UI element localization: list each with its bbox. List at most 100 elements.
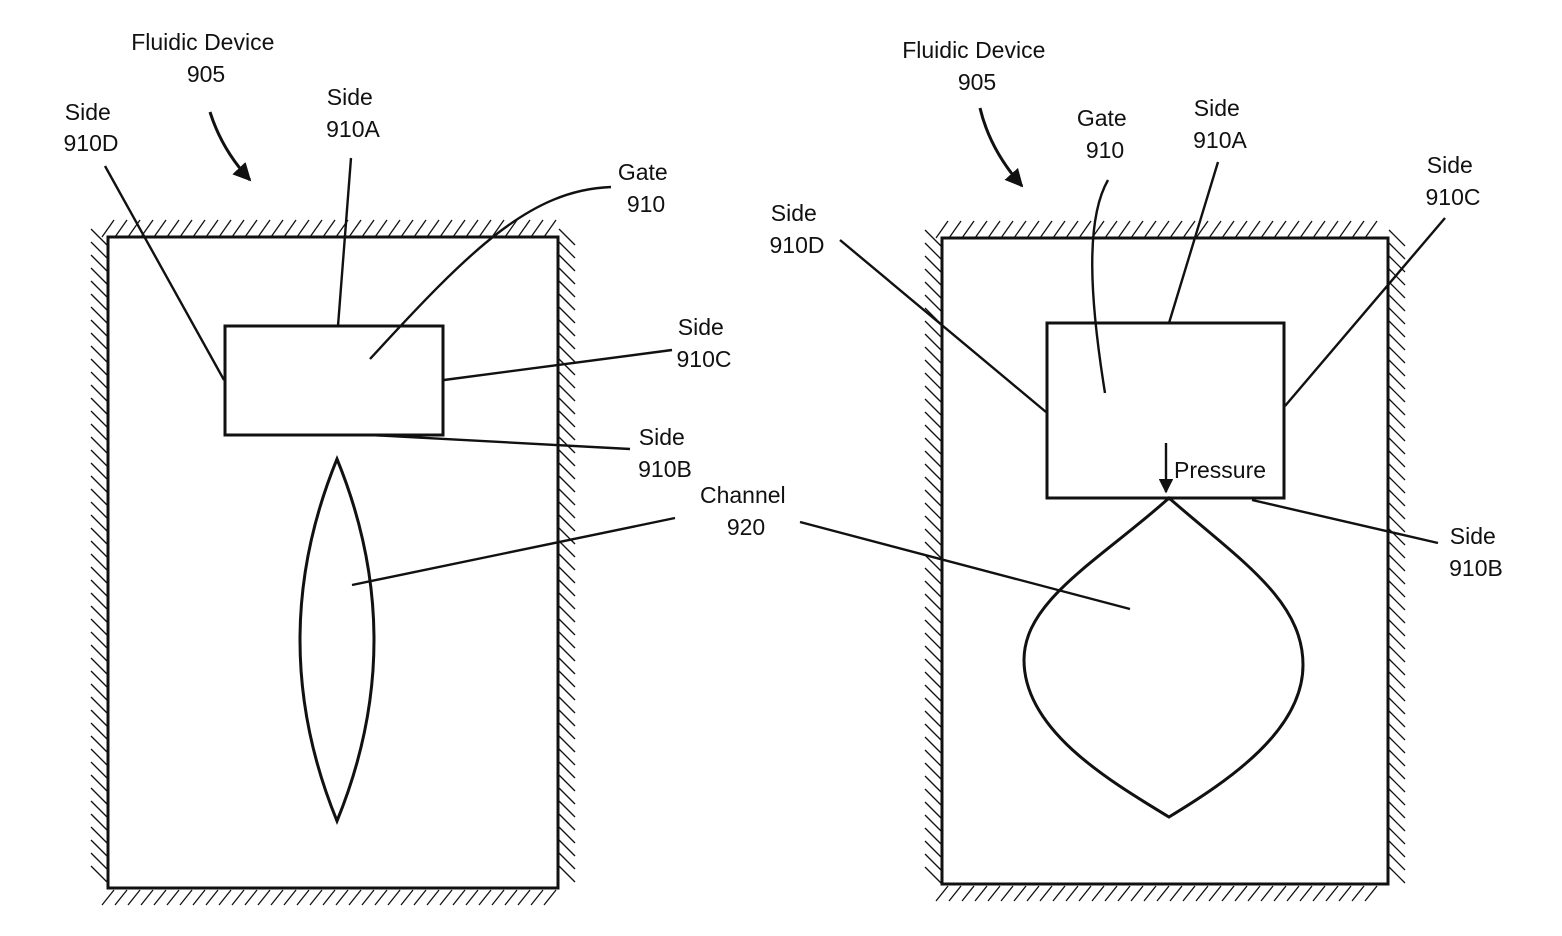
hatch-line [1156,220,1170,239]
hatch-line [1388,229,1406,247]
hatch-line [1388,723,1406,741]
hatch-line [1388,268,1406,286]
hatch-line [205,889,219,906]
hatch-line [1182,885,1196,902]
hatch-line [924,294,942,312]
right-gate-label: Gate 910 [1077,105,1133,163]
hatch-line [153,889,167,906]
hatch-line [924,710,942,728]
hatch-line [296,889,310,906]
left-side-c-leader [443,348,673,382]
hatch-line [517,219,531,238]
hatch-line [491,219,505,238]
hatch-line [348,219,362,238]
left-side-b-leader [369,433,631,451]
hatch-line [465,889,479,906]
right-device-body [940,236,1390,886]
left-channel-leader [351,516,676,587]
hatch-line [179,889,193,906]
right-pressure-label: Pressure [1174,457,1266,483]
hatch-line [543,219,557,238]
hatch-line [924,775,942,793]
hatch-line [961,885,975,902]
hatch-line [924,632,942,650]
hatch-line [1312,220,1326,239]
hatch-line [1388,788,1406,806]
hatch-line [413,889,427,906]
hatch-line [1208,885,1222,902]
hatch-line [1388,866,1406,884]
hatch-line [935,885,949,902]
hatch-line [231,889,245,906]
hatch-line [924,671,942,689]
hatch-line [987,220,1001,239]
hatch-line [335,889,349,906]
hatch-line [543,889,557,906]
left-channel-label: Channel 920 [700,482,792,540]
hatch-line [1013,885,1027,902]
hatch-line [517,889,531,906]
hatch-line [924,450,942,468]
hatch-line [558,228,576,246]
hatch-line [166,219,180,238]
hatch-line [166,889,180,906]
hatch-line [1388,632,1406,650]
hatch-line [1065,885,1079,902]
hatch-line [1052,220,1066,239]
hatch-line [309,889,323,906]
hatch-line [1388,541,1406,559]
left-panel: Fluidic Device 905 Side 910D Side 910A G… [64,29,792,906]
hatch-line [1065,220,1079,239]
hatch-line [924,411,942,429]
hatch-line [1388,619,1406,637]
hatch-line [400,889,414,906]
hatch-line [1325,220,1339,239]
right-channel-leader [799,520,1131,611]
hatch-line [1195,220,1209,239]
hatch-line [1208,220,1222,239]
hatch-line [924,372,942,390]
hatch-line [558,579,576,597]
hatch-line [1388,515,1406,533]
hatch-line [90,865,108,883]
hatch-line [1130,885,1144,902]
hatch-line [924,424,942,442]
hatch-line [558,865,576,883]
hatch-line [1388,736,1406,754]
hatch-line [1143,885,1157,902]
hatch-line [1388,775,1406,793]
hatch-line [1078,220,1092,239]
hatch-line [1388,385,1406,403]
hatch-line [924,866,942,884]
hatch-line [1299,220,1313,239]
hatch-line [283,889,297,906]
hatch-line [90,540,108,558]
hatch-line [1388,307,1406,325]
hatch-line [1026,885,1040,902]
hatch-line [1388,489,1406,507]
hatch-line [1388,580,1406,598]
hatch-line [90,345,108,363]
hatch-line [90,371,108,389]
hatch-line [90,748,108,766]
hatch-line [948,220,962,239]
hatch-line [101,889,115,906]
hatch-line [924,697,942,715]
hatch-line [1388,320,1406,338]
hatch-line [90,735,108,753]
hatch-line [924,567,942,585]
hatch-line [465,219,479,238]
hatch-line [558,605,576,623]
hatch-line [90,722,108,740]
hatch-line [1388,814,1406,832]
hatch-line [924,437,942,455]
hatch-line [361,219,375,238]
hatch-line [558,592,576,610]
hatch-line [322,889,336,906]
hatch-line [558,553,576,571]
hatch-line [558,358,576,376]
hatch-line [1364,885,1378,902]
hatch-line [924,606,942,624]
hatch-line [90,397,108,415]
